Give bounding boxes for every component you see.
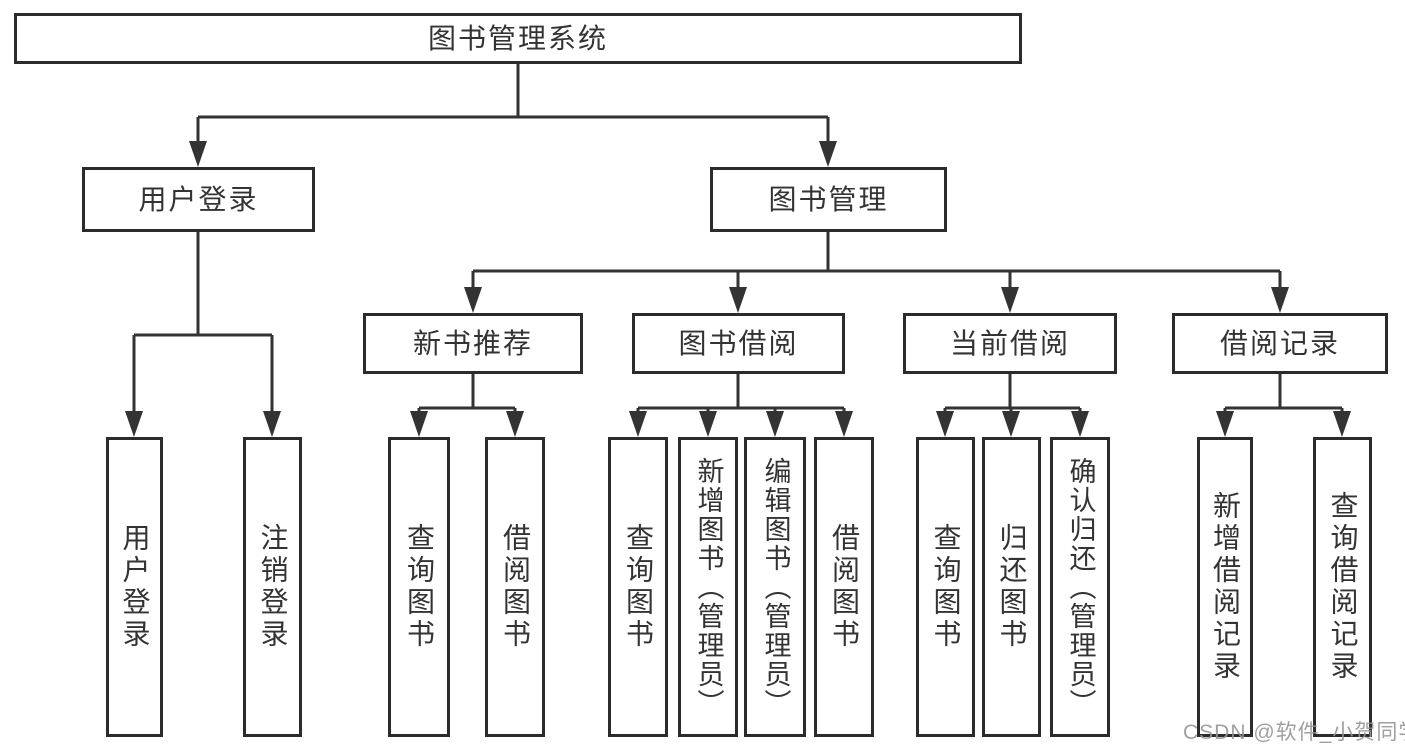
node-label: 编辑图书（管理员） bbox=[760, 456, 791, 718]
node-label: 查询图书 bbox=[404, 523, 435, 651]
node-label: 当前借阅 bbox=[949, 327, 1070, 359]
node-label: 查询图书 bbox=[930, 523, 962, 651]
node-book-borrowing: 图书借阅 bbox=[632, 313, 845, 374]
node-label: 用户登录 bbox=[138, 183, 259, 215]
node-label: 图书借阅 bbox=[678, 327, 799, 359]
node-label: 查询借阅记录 bbox=[1327, 491, 1359, 683]
node-label: 确认归还（管理员） bbox=[1065, 456, 1096, 718]
csdn-watermark: CSDN @软件_小贺同学 bbox=[1183, 721, 1405, 744]
leaf-add-book-admin: 新增图书（管理员） bbox=[678, 437, 738, 737]
node-label: 借阅记录 bbox=[1219, 327, 1340, 359]
node-book-management: 图书管理 bbox=[710, 167, 947, 232]
arrowheads bbox=[125, 141, 1351, 437]
node-label: 借阅图书 bbox=[829, 523, 860, 651]
node-label: 新增图书（管理员） bbox=[693, 456, 724, 718]
leaf-borrow-books-newbooks: 借阅图书 bbox=[485, 437, 545, 737]
node-label: 查询图书 bbox=[623, 523, 654, 651]
node-label: 图书管理 bbox=[768, 183, 889, 215]
leaf-query-books-borrowing: 查询图书 bbox=[608, 437, 668, 737]
leaf-query-books-newbooks: 查询图书 bbox=[388, 437, 450, 737]
node-label: 归还图书 bbox=[996, 523, 1028, 651]
node-library-management-system: 图书管理系统 bbox=[14, 13, 1022, 64]
node-label: 新书推荐 bbox=[412, 327, 533, 359]
leaf-return-books: 归还图书 bbox=[982, 437, 1041, 737]
node-new-book-recommendation: 新书推荐 bbox=[363, 313, 583, 374]
node-borrowing-records: 借阅记录 bbox=[1172, 313, 1388, 374]
node-user-login: 用户登录 bbox=[82, 167, 315, 232]
leaf-add-borrow-record: 新增借阅记录 bbox=[1197, 437, 1253, 737]
node-label: 注销登录 bbox=[257, 523, 289, 651]
node-label: 借阅图书 bbox=[500, 523, 531, 651]
node-label: 图书管理系统 bbox=[427, 22, 608, 54]
leaf-logout: 注销登录 bbox=[243, 437, 302, 737]
leaf-confirm-return-admin: 确认归还（管理员） bbox=[1050, 437, 1110, 737]
leaf-borrow-books-borrowing: 借阅图书 bbox=[814, 437, 874, 737]
node-label: 用户登录 bbox=[119, 523, 151, 651]
leaf-query-books-current: 查询图书 bbox=[916, 437, 975, 737]
node-current-borrowing: 当前借阅 bbox=[903, 313, 1117, 374]
connector-path bbox=[132, 63, 1344, 412]
leaf-edit-book-admin: 编辑图书（管理员） bbox=[744, 437, 806, 737]
leaf-user-login: 用户登录 bbox=[106, 437, 163, 737]
node-label: 新增借阅记录 bbox=[1210, 491, 1241, 683]
leaf-query-borrow-record: 查询借阅记录 bbox=[1313, 437, 1372, 737]
